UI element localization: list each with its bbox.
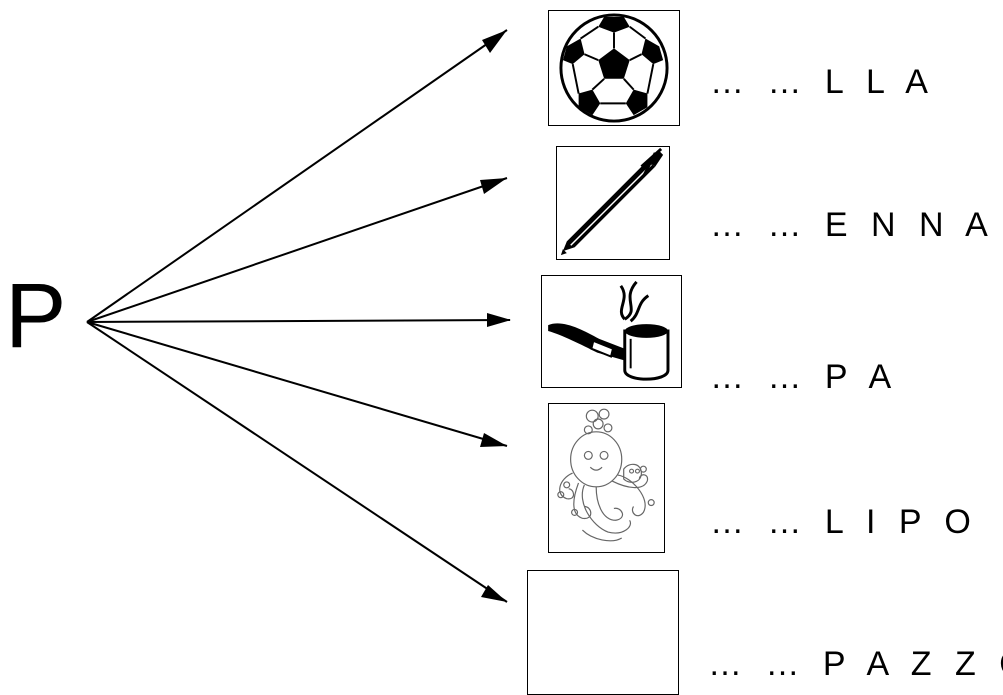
soccer-ball-picture	[548, 10, 680, 126]
arrowhead-3	[487, 313, 511, 327]
word-fragment-2: … … E N N A	[710, 206, 995, 244]
pen-icon	[560, 147, 664, 256]
arrowhead-2	[480, 178, 507, 194]
pipe-picture	[541, 275, 682, 388]
word-fragment-3: … … P A	[710, 358, 899, 396]
soccer-ball-icon	[559, 13, 669, 123]
arrow-2	[86, 177, 508, 323]
word-fragment-5: … … P A Z Z O	[708, 645, 1003, 683]
arrow-4	[86, 321, 508, 447]
octopus-picture	[548, 403, 665, 553]
arrow-3	[86, 319, 511, 323]
word-fragment-4: … … L I P O	[710, 503, 978, 541]
arrowhead-5	[481, 585, 507, 602]
pipe-icon	[548, 280, 670, 381]
start-letter: P	[5, 265, 67, 367]
arrow-5	[86, 321, 508, 603]
pen-picture	[556, 146, 670, 260]
word-fragment-1: … … L L A	[710, 63, 935, 101]
blank-picture	[527, 570, 679, 695]
arrow-1	[86, 29, 508, 323]
arrowhead-4	[480, 433, 507, 447]
arrowhead-1	[482, 30, 507, 53]
octopus-icon	[557, 408, 655, 542]
